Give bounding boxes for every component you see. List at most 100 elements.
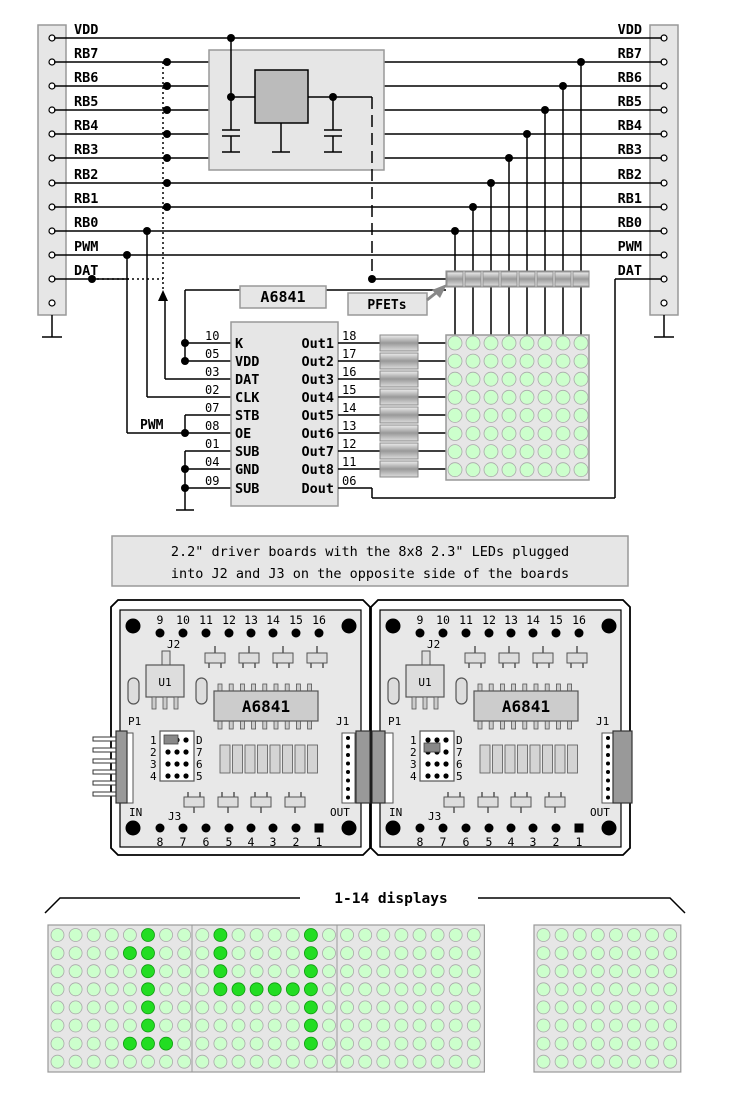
led (231, 964, 246, 979)
led (465, 444, 481, 460)
resistor (307, 744, 318, 774)
led (285, 964, 300, 979)
led (213, 1000, 228, 1015)
led-lit (303, 1036, 318, 1051)
led (430, 928, 445, 942)
led (465, 389, 481, 405)
board-pin-number: 12 (482, 613, 496, 627)
board-chip (213, 690, 319, 722)
led (501, 353, 517, 369)
led (663, 928, 678, 942)
board-pin (178, 823, 188, 833)
j3-label: J3 (168, 810, 181, 823)
p1-label: P1 (128, 715, 141, 728)
u1-label: U1 (158, 676, 171, 689)
p1-number: 5 (196, 770, 203, 783)
resistor (554, 744, 566, 774)
p1-number: D (456, 734, 463, 747)
led (590, 982, 605, 997)
p1-number: 2 (150, 746, 157, 759)
led (501, 335, 517, 351)
led (645, 928, 659, 942)
p1-number: 2 (410, 746, 417, 759)
led (340, 1000, 355, 1015)
led (122, 1018, 137, 1033)
chip-pin-name: Out7 (301, 444, 334, 460)
led (376, 1018, 391, 1033)
connector-pin (660, 299, 668, 307)
led (554, 1036, 569, 1051)
led (376, 1036, 391, 1051)
led (195, 1036, 210, 1051)
led (122, 928, 137, 942)
led (572, 982, 587, 997)
led (466, 982, 481, 997)
led (609, 1000, 623, 1015)
chip-pin-name: Out6 (301, 426, 334, 442)
led (86, 1036, 101, 1051)
led (267, 1018, 282, 1033)
led-lit (249, 982, 264, 997)
led (573, 335, 589, 351)
in-label: IN (389, 806, 402, 819)
led (249, 1018, 264, 1033)
led (177, 1054, 192, 1069)
led (447, 371, 463, 387)
led (447, 426, 463, 441)
caption-box (111, 535, 629, 587)
board-pin (178, 628, 188, 638)
chip-pin-number: 10 (205, 329, 219, 343)
led-lit (267, 982, 282, 997)
led (627, 1000, 641, 1015)
led (645, 982, 659, 997)
led (376, 946, 391, 960)
led (448, 928, 463, 942)
out-label: OUT (590, 806, 610, 819)
led-lit (159, 1036, 174, 1051)
chip-pin-number: 14 (342, 401, 356, 415)
led (104, 1036, 119, 1051)
board-pin (224, 823, 234, 833)
led-lit (303, 1000, 318, 1015)
chip-pin-name: Out4 (301, 390, 334, 406)
board-pin-number: 14 (266, 613, 280, 627)
p1-number: 4 (410, 770, 417, 783)
led (536, 1036, 551, 1051)
led (430, 964, 445, 979)
led (340, 928, 355, 942)
bus-wires (54, 37, 662, 280)
led (645, 1054, 659, 1069)
p1-number: 4 (150, 770, 157, 783)
led (501, 407, 517, 423)
board-pin (438, 628, 448, 638)
led (519, 462, 535, 478)
led (195, 928, 210, 942)
led (177, 1018, 192, 1033)
board-pin-number: 13 (504, 613, 518, 627)
resistor (294, 744, 306, 774)
led (645, 946, 659, 960)
board-pin-number: 8 (157, 835, 164, 849)
led (213, 1036, 228, 1051)
board-pin-number: 15 (289, 613, 303, 627)
pin-label-rb5: RB5 (74, 94, 98, 110)
led (340, 964, 355, 979)
led (448, 1000, 463, 1015)
pin-label-rb0: RB0 (74, 215, 98, 231)
led (177, 964, 192, 979)
board-pin-number: 16 (572, 613, 586, 627)
led (554, 1000, 569, 1015)
led (572, 1018, 587, 1033)
led (68, 1036, 83, 1051)
pin-label-rb1: RB1 (618, 191, 642, 207)
led (231, 928, 246, 942)
led-lit (303, 964, 318, 979)
chip-pin-name: CLK (235, 390, 260, 406)
led (590, 1036, 605, 1051)
chip-pin-number: 09 (205, 474, 219, 488)
led (177, 928, 192, 942)
pin-label-vdd: VDD (74, 22, 98, 38)
led (195, 1018, 210, 1033)
led (663, 1036, 678, 1051)
chip-pin-name: OE (235, 426, 251, 442)
